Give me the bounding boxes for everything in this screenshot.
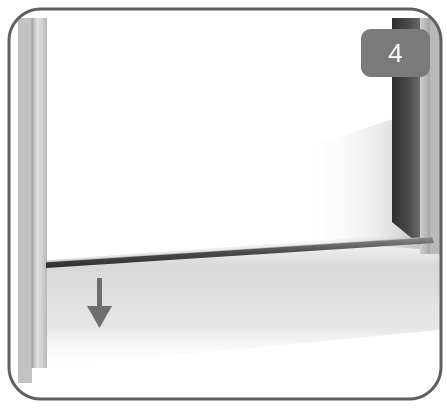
frame-border [7, 7, 443, 401]
bottom-rail-highlight [45, 236, 433, 263]
step-number-badge: 4 [361, 29, 430, 77]
right-post-outer [430, 18, 441, 254]
floor-shadow [20, 232, 440, 370]
arrow-down-icon [87, 278, 112, 328]
bottom-rail [46, 237, 434, 268]
right-post-edge [420, 18, 430, 254]
left-post-face [32, 18, 47, 368]
left-post-outer [18, 18, 32, 383]
